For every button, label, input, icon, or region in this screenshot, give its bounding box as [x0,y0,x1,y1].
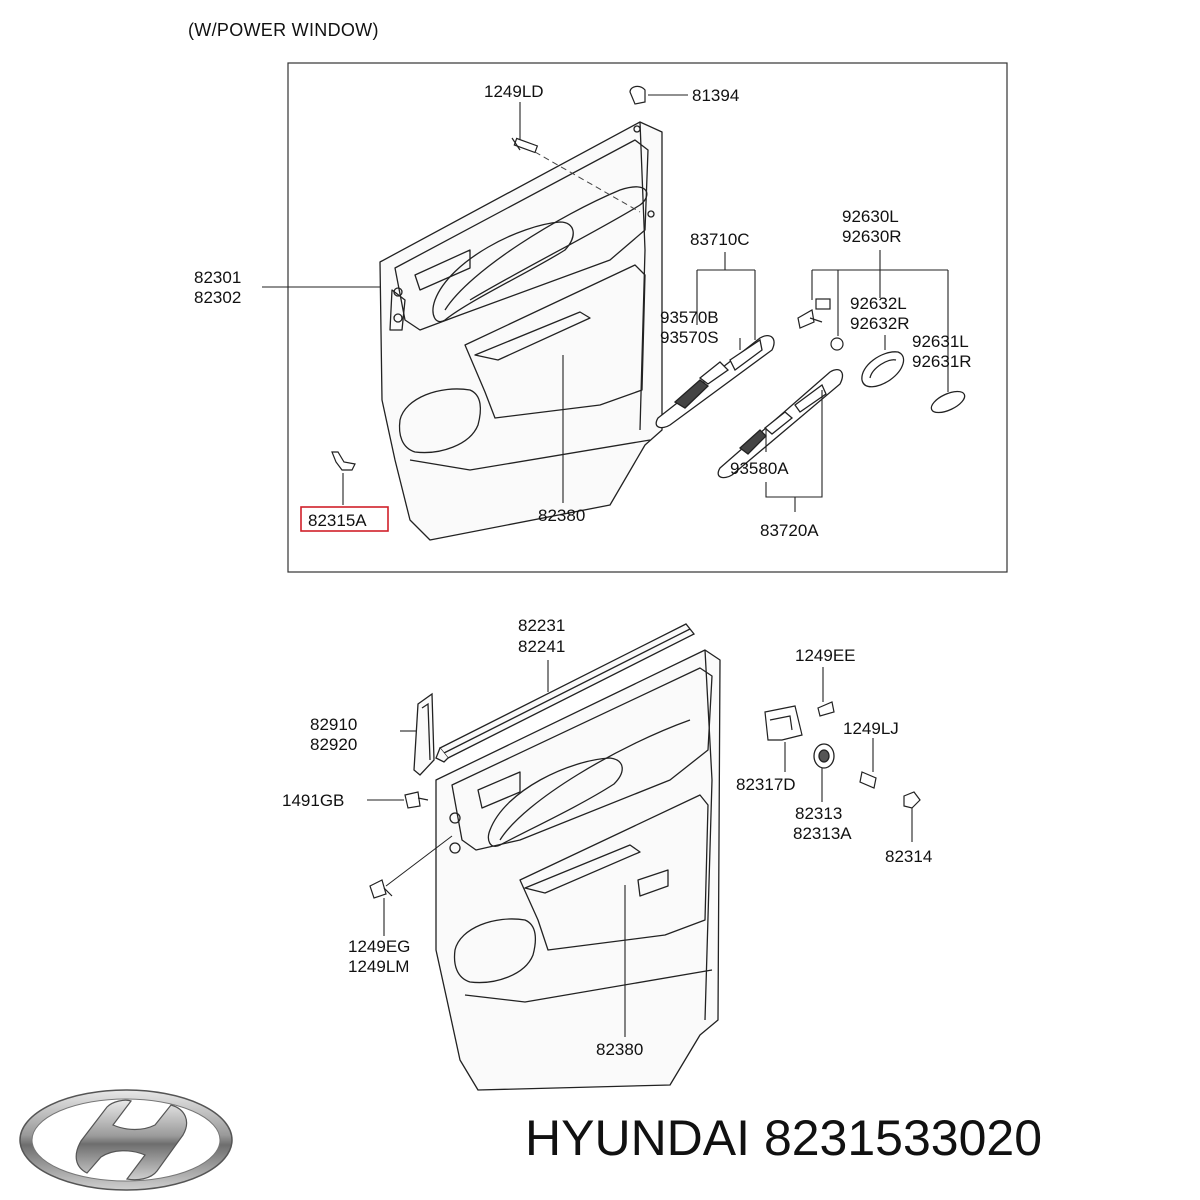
label-82380-bottom: 82380 [596,1040,643,1059]
label-82313A: 82313A [793,824,852,843]
bracket-82317D [764,705,803,741]
label-1249EG: 1249EG [348,937,410,956]
hyundai-logo-icon [19,1089,233,1191]
part-number: 8231533020 [763,1110,1043,1166]
clip-81394 [629,85,646,105]
switch-cover-92632 [861,351,905,388]
top-view-frame [287,62,1008,573]
screw-1249LD [511,137,539,154]
label-92630R: 92630R [842,227,902,246]
screw-1249LJ [859,771,877,789]
door-trim-panel-top [379,121,663,541]
label-1249LJ: 1249LJ [843,719,899,738]
bottom-leader-lines [367,660,913,1037]
brand-name: HYUNDAI [525,1110,751,1166]
label-83710C: 83710C [690,230,750,249]
knob-92630 [830,337,844,351]
screw-1249EG-path [385,835,453,887]
label-82317D: 82317D [736,775,796,794]
label-93580A: 93580A [730,459,789,478]
label-92632L: 92632L [850,294,907,313]
label-1249LM: 1249LM [348,957,409,976]
label-93570B: 93570B [660,308,719,327]
label-82910: 82910 [310,715,357,734]
screw-1249EG [369,879,393,899]
label-82380: 82380 [538,506,585,525]
label-82313: 82313 [795,804,842,823]
garnish-82910 [413,692,435,776]
top-leader-lines [262,94,949,512]
label-82231: 82231 [518,616,565,635]
label-92630L: 92630L [842,207,899,226]
door-trim-panel-bottom [435,649,721,1091]
label-92631L: 92631L [912,332,969,351]
label-82302: 82302 [194,288,241,307]
grommet-82313 [813,743,835,769]
label-92632R: 92632R [850,314,910,333]
label-82314: 82314 [885,847,932,866]
switch-bezel-93570B [655,335,775,429]
label-81394: 81394 [692,86,739,105]
label-82301: 82301 [194,268,241,287]
label-82315A: 82315A [308,511,367,530]
diagram-caption: (W/POWER WINDOW) [188,20,379,40]
switch-92630 [797,298,831,329]
screw-1249EE [817,701,835,717]
top-labels: 1249LD 81394 82301 82302 83710C 92630L 9… [194,82,972,540]
label-1491GB: 1491GB [282,791,344,810]
label-82241: 82241 [518,637,565,656]
label-83720A: 83720A [760,521,819,540]
fastener-1491GB [404,791,429,809]
label-92631R: 92631R [912,352,972,371]
label-93570S: 93570S [660,328,719,347]
weatherstrip-82231 [435,623,696,763]
label-1249LD: 1249LD [484,82,544,101]
bottom-labels: 82231 82241 1249EE 82910 82920 1249LJ 82… [282,616,932,1059]
screw-1249LD-path [534,151,641,213]
label-82920: 82920 [310,735,357,754]
clip-82315A [331,451,356,471]
highlight-box-82315A [300,506,389,532]
label-1249EE: 1249EE [795,646,856,665]
lens-92631 [930,390,966,414]
switch-bezel-93580A [717,369,844,479]
cap-82314 [903,791,921,809]
brand-title: HYUNDAI 8231533020 [525,1108,1042,1168]
